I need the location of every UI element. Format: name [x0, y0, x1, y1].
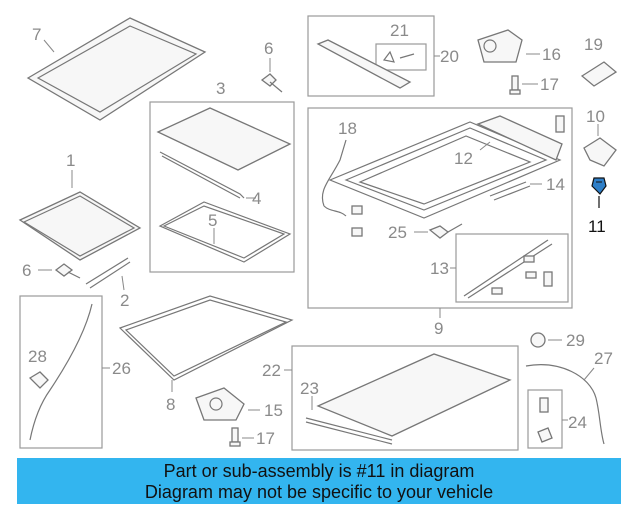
callout-6b: 6: [22, 261, 31, 280]
part-3-panel[interactable]: [156, 107, 292, 171]
group-box-22: [291, 345, 519, 451]
part-2-trim[interactable]: [85, 257, 131, 289]
part-21-clip[interactable]: [382, 50, 415, 63]
callout-2: 2: [120, 291, 129, 310]
callout-1: 1: [66, 151, 75, 170]
group-box-21: [375, 43, 427, 71]
callout-20: 20: [440, 47, 459, 66]
part-6-bolt-lower[interactable]: [54, 263, 81, 279]
callout-17b: 17: [256, 429, 275, 448]
callout-16: 16: [542, 45, 561, 64]
callout-15: 15: [264, 401, 283, 420]
part-12-rail[interactable]: [476, 115, 563, 161]
callout-28: 28: [28, 347, 47, 366]
part-14-cable[interactable]: [489, 181, 531, 201]
callout-18: 18: [338, 119, 357, 138]
info-banner: Part or sub-assembly is #11 in diagram D…: [17, 458, 621, 504]
part-19-bracket[interactable]: [580, 61, 618, 87]
leader-7: [43, 39, 55, 53]
part-24-screws[interactable]: [537, 397, 553, 443]
part-13-mechanism[interactable]: [463, 239, 553, 299]
callout-6a: 6: [264, 39, 273, 58]
callout-23: 23: [300, 379, 319, 398]
leader-2: [121, 275, 125, 291]
callout-12: 12: [454, 149, 473, 168]
part-28-clip[interactable]: [28, 371, 49, 389]
callout-19: 19: [584, 35, 603, 54]
callout-7: 7: [32, 25, 41, 44]
callout-27: 27: [594, 349, 613, 368]
callout-4: 4: [252, 189, 261, 208]
callout-25: 25: [388, 223, 407, 242]
callout-26: 26: [112, 359, 131, 378]
part-26-drain-hose[interactable]: [29, 303, 93, 441]
part-16-motor[interactable]: [477, 29, 523, 63]
part-17-screw-upper[interactable]: [509, 75, 521, 95]
leader-27: [583, 367, 595, 381]
callout-14: 14: [546, 175, 565, 194]
part-7-glass-panel[interactable]: [26, 17, 207, 121]
callout-17a: 17: [540, 75, 559, 94]
part-1-glass-panel[interactable]: [18, 191, 142, 261]
part-screw-12[interactable]: [555, 115, 565, 133]
part-8-weatherstrip[interactable]: [118, 295, 294, 381]
part-15-motor[interactable]: [195, 387, 245, 421]
parts-diagram: 7 6 3 4 5 1 6 2 21: [18, 15, 618, 451]
part-22-sunshade[interactable]: [316, 353, 512, 437]
part-25-clip[interactable]: [428, 223, 463, 239]
leader-12: [479, 141, 491, 151]
part-17-screw-lower[interactable]: [229, 427, 241, 447]
callout-11: 11: [588, 217, 606, 236]
part-5-seal[interactable]: [158, 201, 292, 263]
callout-13: 13: [430, 259, 449, 278]
callout-24: 24: [568, 413, 587, 432]
callout-3: 3: [216, 79, 225, 98]
part-6-bolt-upper[interactable]: [260, 73, 283, 93]
callout-9: 9: [434, 319, 443, 338]
part-29-grommet[interactable]: [530, 332, 546, 348]
callout-8: 8: [166, 395, 175, 414]
banner-line-1: Part or sub-assembly is #11 in diagram: [163, 461, 475, 481]
part-23-trim[interactable]: [305, 417, 393, 445]
part-4-seal[interactable]: [159, 151, 245, 199]
part-10-bracket[interactable]: [583, 137, 617, 167]
callout-21: 21: [390, 21, 409, 40]
group-box-20: [307, 15, 435, 97]
callout-29: 29: [566, 331, 585, 350]
part-11-clip[interactable]: [591, 177, 607, 208]
part-27-drain-hose[interactable]: [525, 364, 605, 445]
callout-22: 22: [262, 361, 281, 380]
part-frame[interactable]: [328, 121, 562, 219]
group-box-3: [149, 101, 295, 273]
callout-5: 5: [208, 211, 217, 230]
banner-line-2: Diagram may not be specific to your vehi…: [144, 482, 494, 502]
callout-10: 10: [586, 107, 605, 126]
group-box-24: [527, 389, 563, 449]
part-18-harness[interactable]: [321, 139, 363, 237]
group-box-26: [19, 295, 103, 449]
part-20-deflector[interactable]: [316, 39, 412, 89]
